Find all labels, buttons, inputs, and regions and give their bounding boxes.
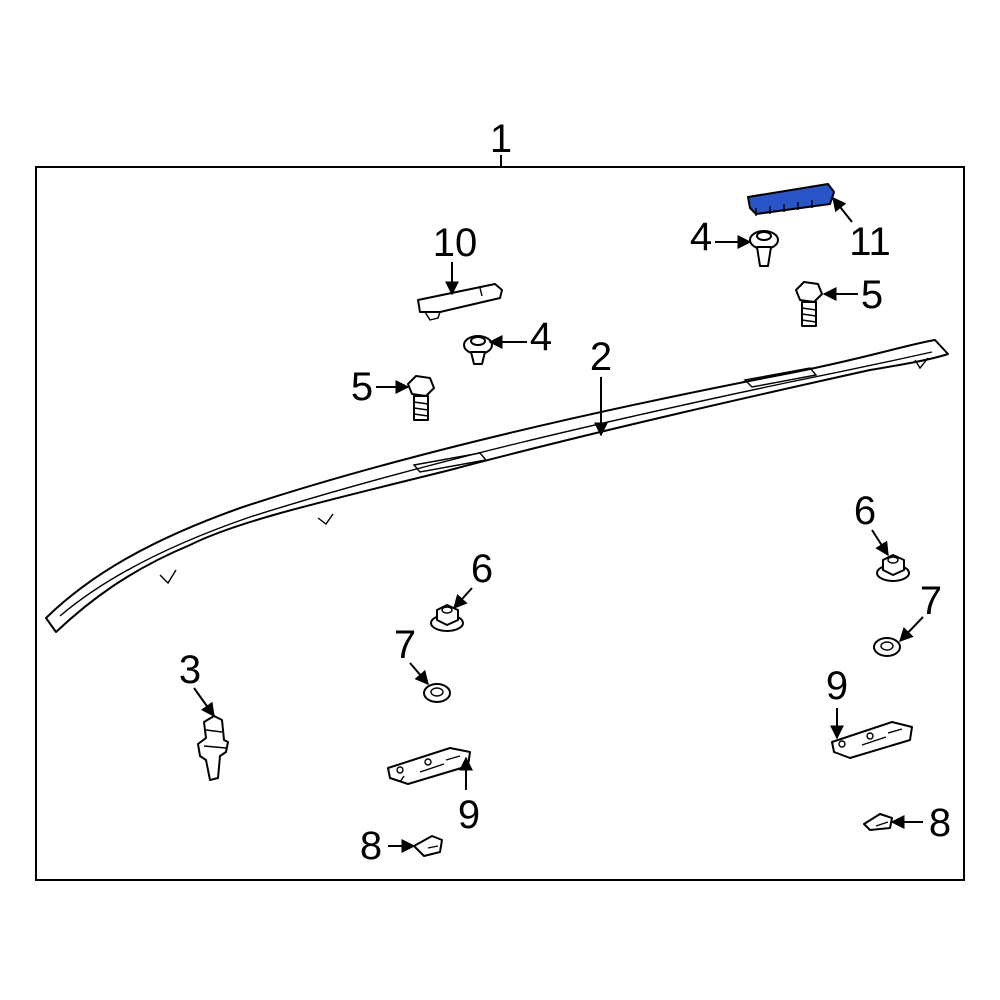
retainer-clip[interactable] [197, 715, 229, 781]
callout-5a: 5 [351, 365, 373, 409]
nut-right[interactable] [876, 554, 910, 582]
callout-8a: 8 [360, 824, 382, 868]
end-cap-right[interactable] [863, 813, 893, 831]
callout-6a: 6 [471, 547, 493, 591]
callout-6b: 6 [854, 489, 876, 533]
push-clip-right[interactable] [749, 230, 779, 267]
roof-rail[interactable] [45, 339, 949, 633]
rail-pad-highlighted[interactable] [747, 183, 835, 216]
end-cap-left[interactable] [413, 835, 443, 857]
callout-1: 1 [490, 117, 512, 161]
callout-7b-leader [899, 616, 924, 643]
assembly-frame [35, 166, 965, 881]
push-clip-left[interactable] [463, 335, 493, 365]
callout-5b: 5 [861, 273, 883, 317]
callout-7a: 7 [394, 623, 416, 667]
callout-6a-leader [453, 587, 473, 610]
callout-3: 3 [179, 648, 201, 692]
callout-10: 10 [433, 221, 478, 265]
callout-2: 2 [590, 335, 612, 379]
callout-7a-leader [409, 662, 429, 686]
callout-9b: 9 [826, 664, 848, 708]
washer-right[interactable] [873, 637, 901, 657]
washer-left[interactable] [423, 683, 451, 703]
callout-6b-leader [871, 529, 889, 557]
mount-bracket-right[interactable] [831, 721, 913, 759]
callout-9a: 9 [458, 793, 480, 837]
rail-end-cover[interactable] [417, 283, 503, 321]
callout-4a: 4 [530, 315, 552, 359]
callout-3-leader [193, 687, 215, 718]
nut-left[interactable] [430, 604, 464, 632]
bolt-left[interactable] [407, 375, 435, 421]
callout-11: 11 [849, 220, 891, 264]
bolt-right[interactable] [795, 281, 823, 327]
callout-4b: 4 [690, 215, 712, 259]
callout-7b: 7 [920, 579, 942, 623]
mount-bracket-left[interactable] [387, 747, 471, 785]
callout-8b: 8 [929, 801, 951, 845]
callout-11-leader [832, 196, 853, 223]
